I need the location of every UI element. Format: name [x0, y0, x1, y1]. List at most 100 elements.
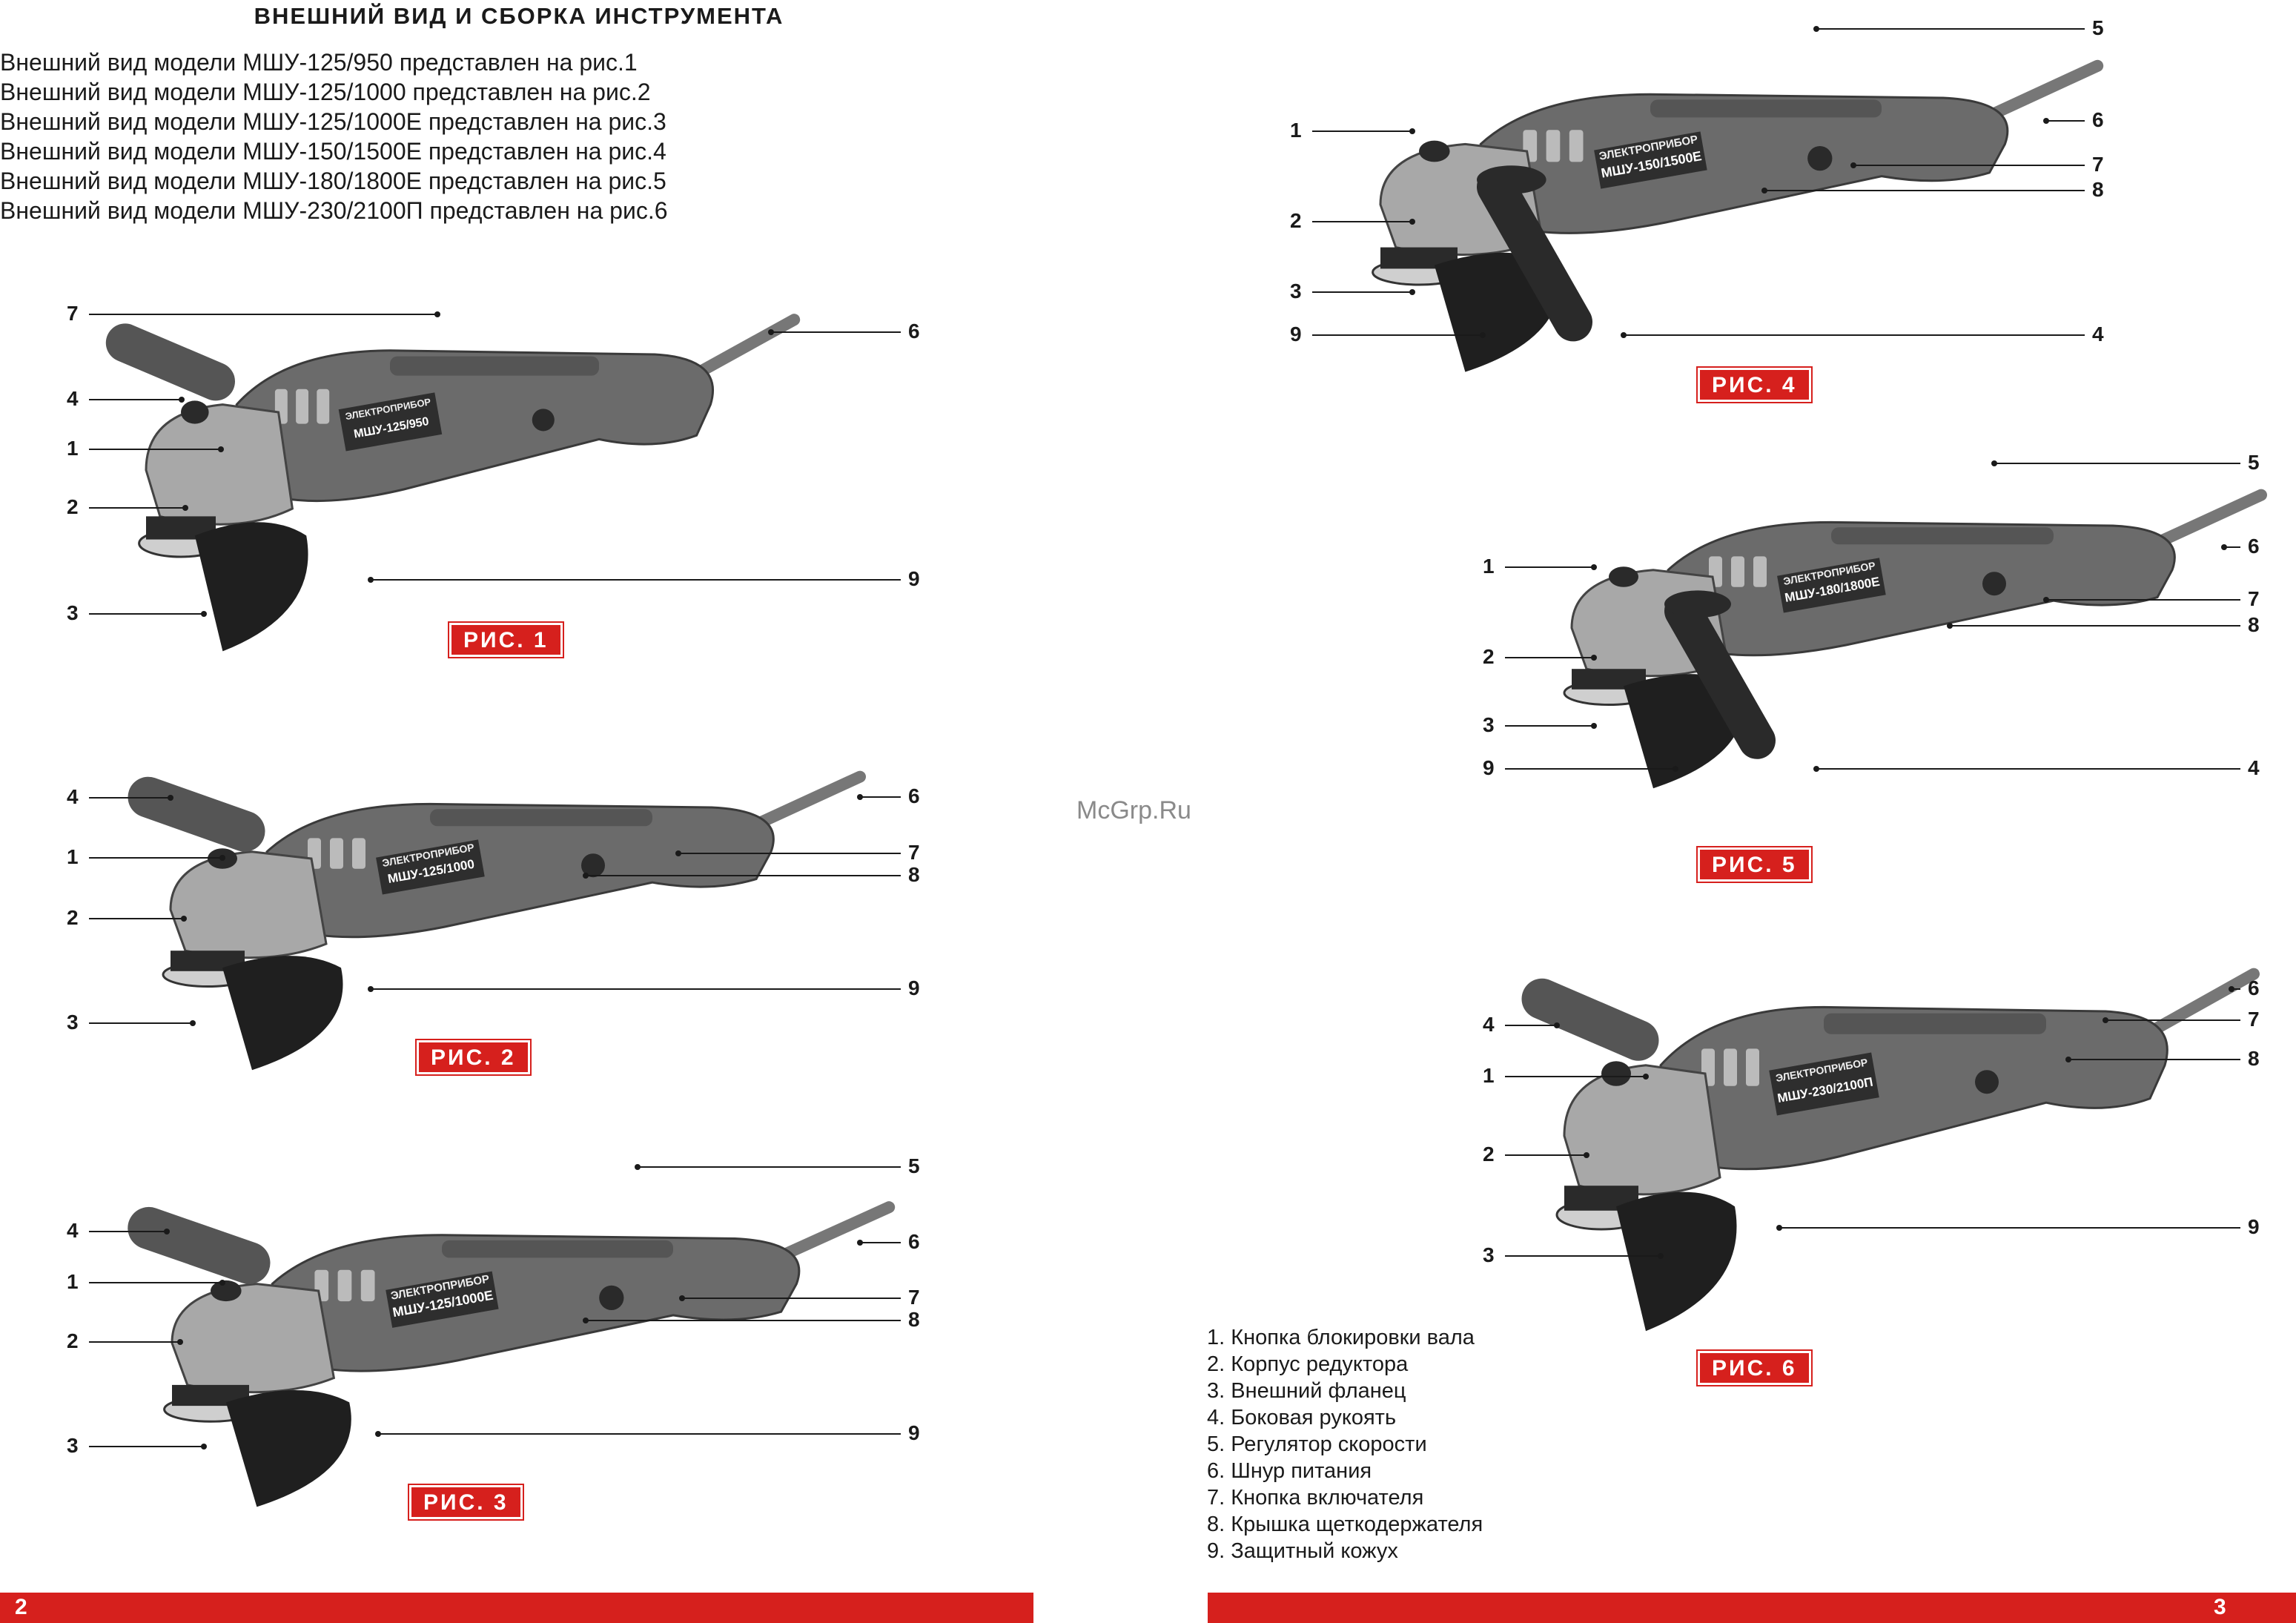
callout-dot	[1643, 1074, 1649, 1080]
callout-dot	[1761, 188, 1767, 194]
vent-slot-shape	[1546, 130, 1561, 162]
callout-number: 3	[67, 1011, 79, 1034]
legend-item: 5. Регулятор скорости	[1207, 1432, 1427, 1456]
callout-leader	[586, 875, 901, 876]
callout-dot	[1621, 332, 1627, 338]
guard-shape	[222, 956, 343, 1071]
callout-dot	[1813, 766, 1819, 772]
callout-leader	[89, 613, 204, 615]
callout-number: 5	[908, 1154, 920, 1177]
callout-number: 4	[2092, 323, 2104, 346]
vent-slot-shape	[1753, 556, 1767, 587]
callout-number: 6	[908, 784, 920, 807]
intro-line: Внешний вид модели МШУ-230/2100П предста…	[0, 197, 668, 224]
callout-dot	[434, 311, 440, 317]
motor-housing-shape	[1659, 1005, 2168, 1171]
callout-dot	[201, 1444, 207, 1450]
callout-number: 3	[67, 601, 79, 624]
callout-number: 2	[1483, 1143, 1495, 1166]
callout-number: 8	[908, 1308, 920, 1331]
callout-leader	[1950, 625, 2240, 627]
callout-number: 1	[1483, 555, 1495, 578]
callout-number: 7	[908, 1286, 920, 1309]
callout-number: 2	[67, 906, 79, 929]
page-number-right: 3	[2214, 1595, 2226, 1619]
callout-dot	[1991, 460, 1997, 466]
callout-number: 1	[1483, 1064, 1495, 1087]
callout-leader	[371, 988, 901, 990]
intro-line: Внешний вид модели МШУ-125/1000 представ…	[0, 79, 651, 105]
side-handle-shape	[128, 776, 265, 852]
callout-number: 6	[908, 1230, 920, 1253]
vent-slot-shape	[1724, 1048, 1737, 1086]
callout-dot	[1813, 26, 1819, 32]
gear-head-shape	[1563, 1064, 1721, 1196]
callout-leader	[89, 1282, 222, 1283]
page-title: Внешний вид и сборка инструмента	[254, 3, 784, 29]
callout-number: 8	[908, 863, 920, 886]
callout-dot	[1776, 1225, 1782, 1231]
label-plate-shape	[376, 839, 485, 895]
callout-number: 8	[2092, 178, 2104, 201]
callout-leader	[89, 449, 221, 450]
callout-number: 4	[67, 387, 79, 410]
brush-cover-shape	[532, 409, 555, 432]
guard-shape	[194, 522, 308, 652]
legend-item: 6. Шнур питания	[1207, 1459, 1372, 1483]
callout-leader	[1505, 566, 1594, 568]
callout-leader	[1505, 768, 1675, 770]
motor-housing-shape	[1667, 520, 2176, 657]
callout-dot	[1591, 655, 1597, 661]
figure-badge: рис. 4	[1696, 366, 1813, 403]
callout-number: 2	[1290, 209, 1302, 232]
callout-leader	[682, 1298, 901, 1299]
callout-leader	[1764, 190, 2085, 191]
callout-dot	[675, 850, 681, 856]
page-number-left: 2	[15, 1595, 27, 1619]
brush-cover-shape	[581, 853, 605, 878]
callout-number: 7	[2248, 587, 2260, 610]
callout-number: 2	[1483, 645, 1495, 668]
gear-head-shape	[145, 403, 294, 526]
intro-line: Внешний вид модели МШУ-125/950 представл…	[0, 49, 638, 76]
callout-dot	[201, 611, 207, 617]
callout-dot	[1591, 723, 1597, 729]
grip-texture-shape	[442, 1240, 673, 1258]
callout-number: 4	[1483, 1013, 1495, 1036]
callout-dot	[181, 916, 187, 922]
brush-cover-shape	[599, 1285, 624, 1311]
callout-number: 9	[1483, 756, 1495, 779]
guard-shape	[1624, 674, 1744, 789]
callout-leader	[1816, 768, 2240, 770]
callout-number: 5	[2092, 16, 2104, 39]
callout-dot	[857, 794, 863, 800]
callout-dot	[2065, 1057, 2071, 1062]
grip-texture-shape	[1650, 99, 1882, 118]
vent-slot-shape	[296, 389, 309, 424]
callout-dot	[1409, 289, 1415, 295]
callout-number: 9	[908, 567, 920, 590]
callout-dot	[583, 873, 589, 879]
callout-leader	[1312, 221, 1412, 222]
callout-leader	[1505, 1025, 1557, 1026]
callout-dot	[177, 1339, 183, 1345]
callout-leader	[89, 1446, 204, 1447]
motor-housing-shape	[271, 1234, 801, 1372]
callout-dot	[368, 986, 374, 992]
figure-badge: рис. 2	[415, 1039, 532, 1076]
callout-number: 5	[2248, 451, 2260, 474]
callout-number: 4	[67, 1219, 79, 1242]
callout-leader	[1505, 725, 1594, 727]
callout-number: 3	[1483, 1243, 1495, 1266]
parts-legend: 1. Кнопка блокировки вала 2. Корпус реду…	[1207, 1324, 1483, 1564]
callout-number: 6	[908, 320, 920, 343]
guard-shape	[225, 1389, 351, 1507]
callout-number: 3	[1483, 713, 1495, 736]
figure-badge: рис. 1	[448, 621, 564, 658]
callout-leader	[89, 314, 437, 315]
watermark: McGrp.Ru	[1076, 796, 1191, 824]
callout-leader	[89, 1022, 193, 1024]
